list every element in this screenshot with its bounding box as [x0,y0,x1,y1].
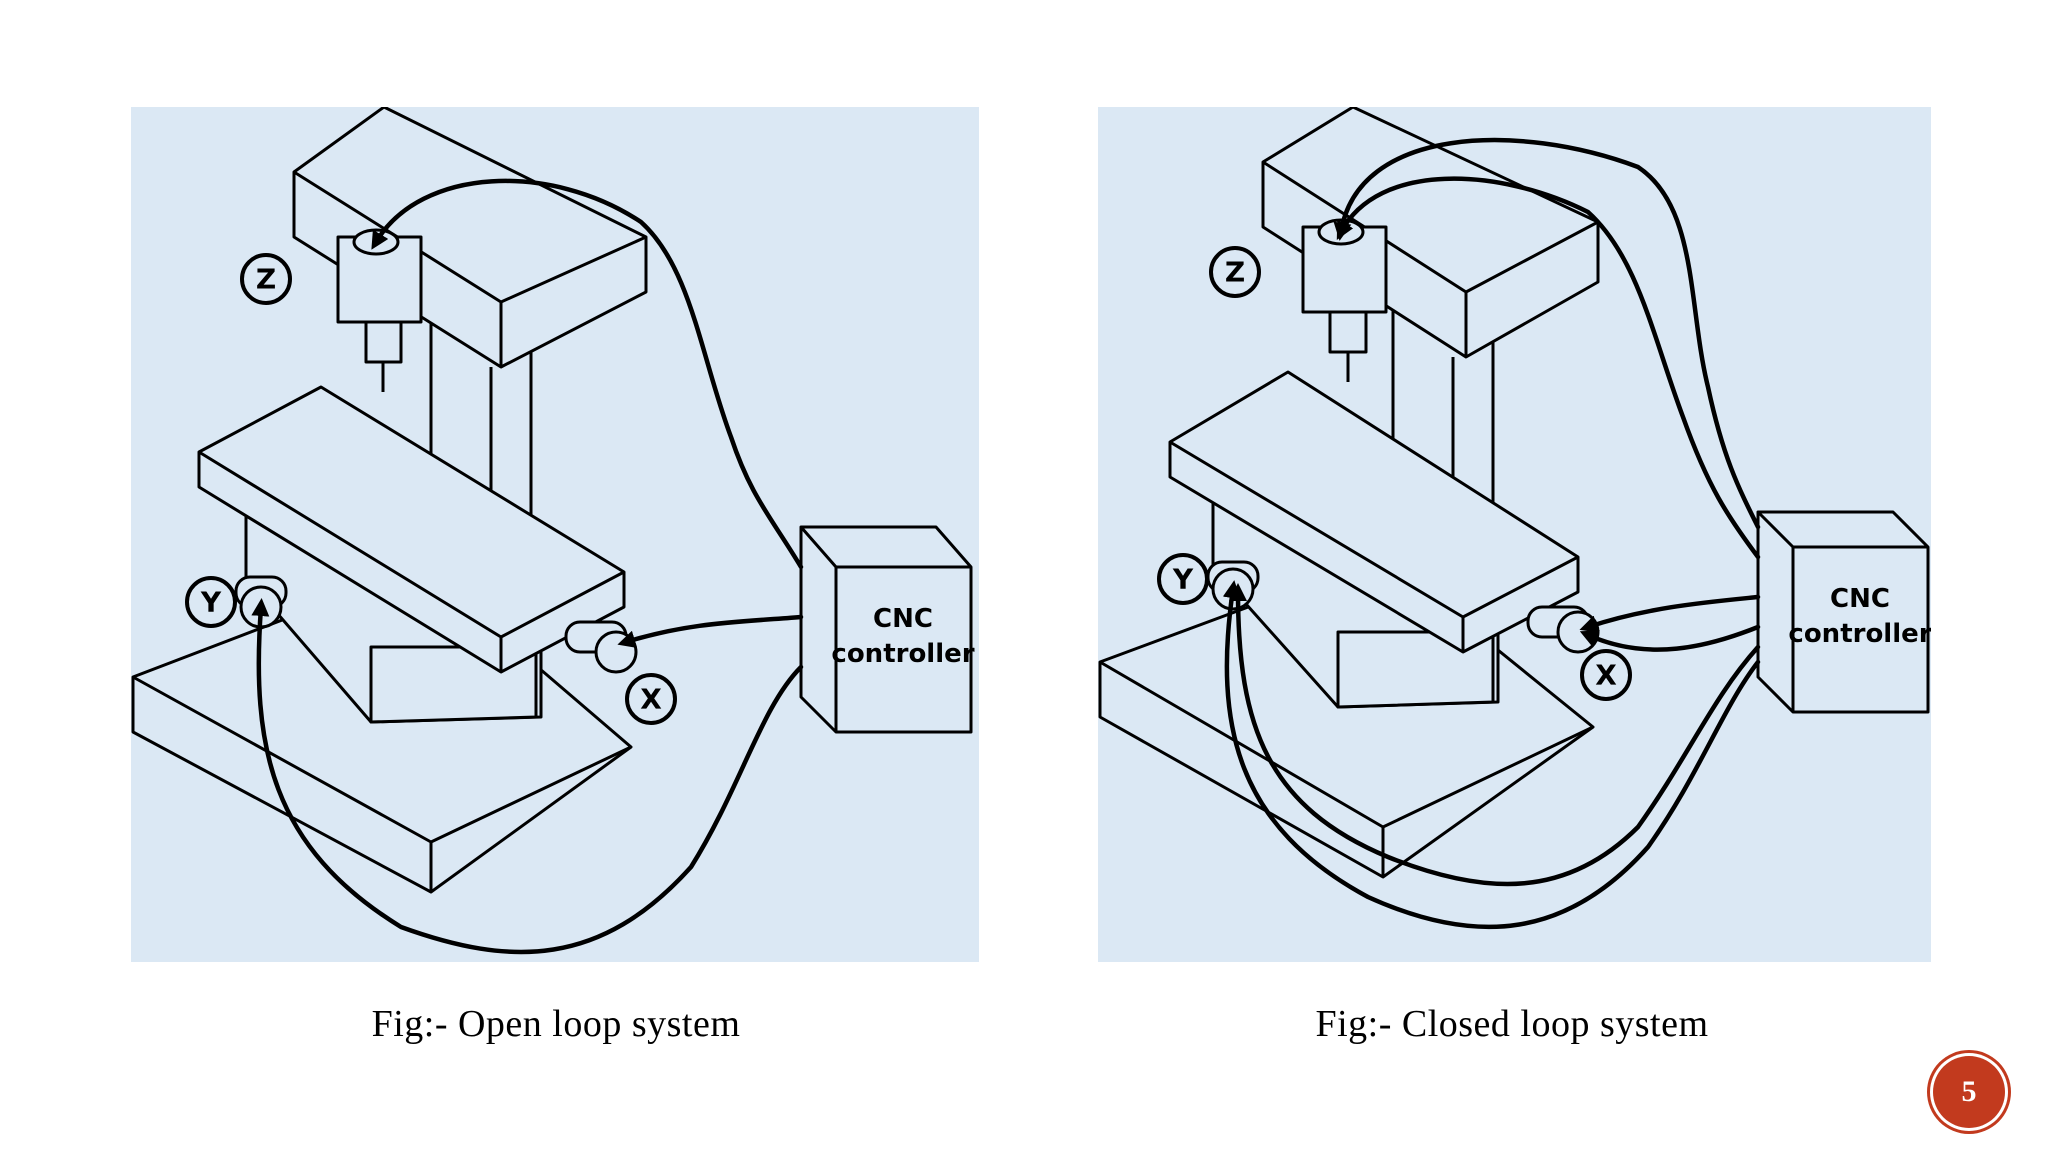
z-axis-label: Z [1209,246,1261,298]
svg-text:X: X [1595,659,1617,692]
x-axis-label: X [1580,649,1632,701]
spindle [336,228,423,392]
closed-loop-caption: Fig:- Closed loop system [1315,1003,1709,1045]
open-loop-wires [251,178,804,955]
machine-head [1261,107,1600,359]
machine-head [292,107,648,369]
open-loop-diagram: CNC controller Z Y X [131,107,979,962]
machine-table [197,385,626,674]
cnc-controller-box: CNC controller [799,525,975,734]
closed-loop-wires [1222,137,1761,930]
spindle [1301,218,1388,382]
y-axis-label: Y [1157,553,1209,605]
svg-text:Y: Y [200,586,222,619]
controller-label-line-1: CNC [1830,584,1890,614]
open-loop-caption: Fig:- Open loop system [371,1003,741,1045]
x-axis-label: X [625,673,677,725]
controller-label-line-1: CNC [873,604,933,634]
closed-loop-machine-drawing: CNC controller Z Y X [1098,107,1931,930]
controller-label-line-2: controller [831,639,974,669]
x-motor [1526,605,1600,654]
svg-text:Z: Z [1225,256,1245,289]
z-axis-label: Z [240,253,292,305]
page-number-badge: 5 [1933,1056,2005,1128]
machine-table [1168,370,1580,654]
open-loop-machine-drawing: CNC controller Z Y X [131,107,975,955]
svg-text:Z: Z [256,263,276,296]
closed-loop-diagram: CNC controller Z Y X [1098,107,1931,962]
controller-label-line-2: controller [1788,619,1931,649]
cnc-controller-box: CNC controller [1756,510,1931,714]
svg-text:Y: Y [1172,563,1194,596]
x-motor [564,620,638,674]
y-axis-label: Y [185,576,237,628]
svg-text:X: X [640,683,662,716]
